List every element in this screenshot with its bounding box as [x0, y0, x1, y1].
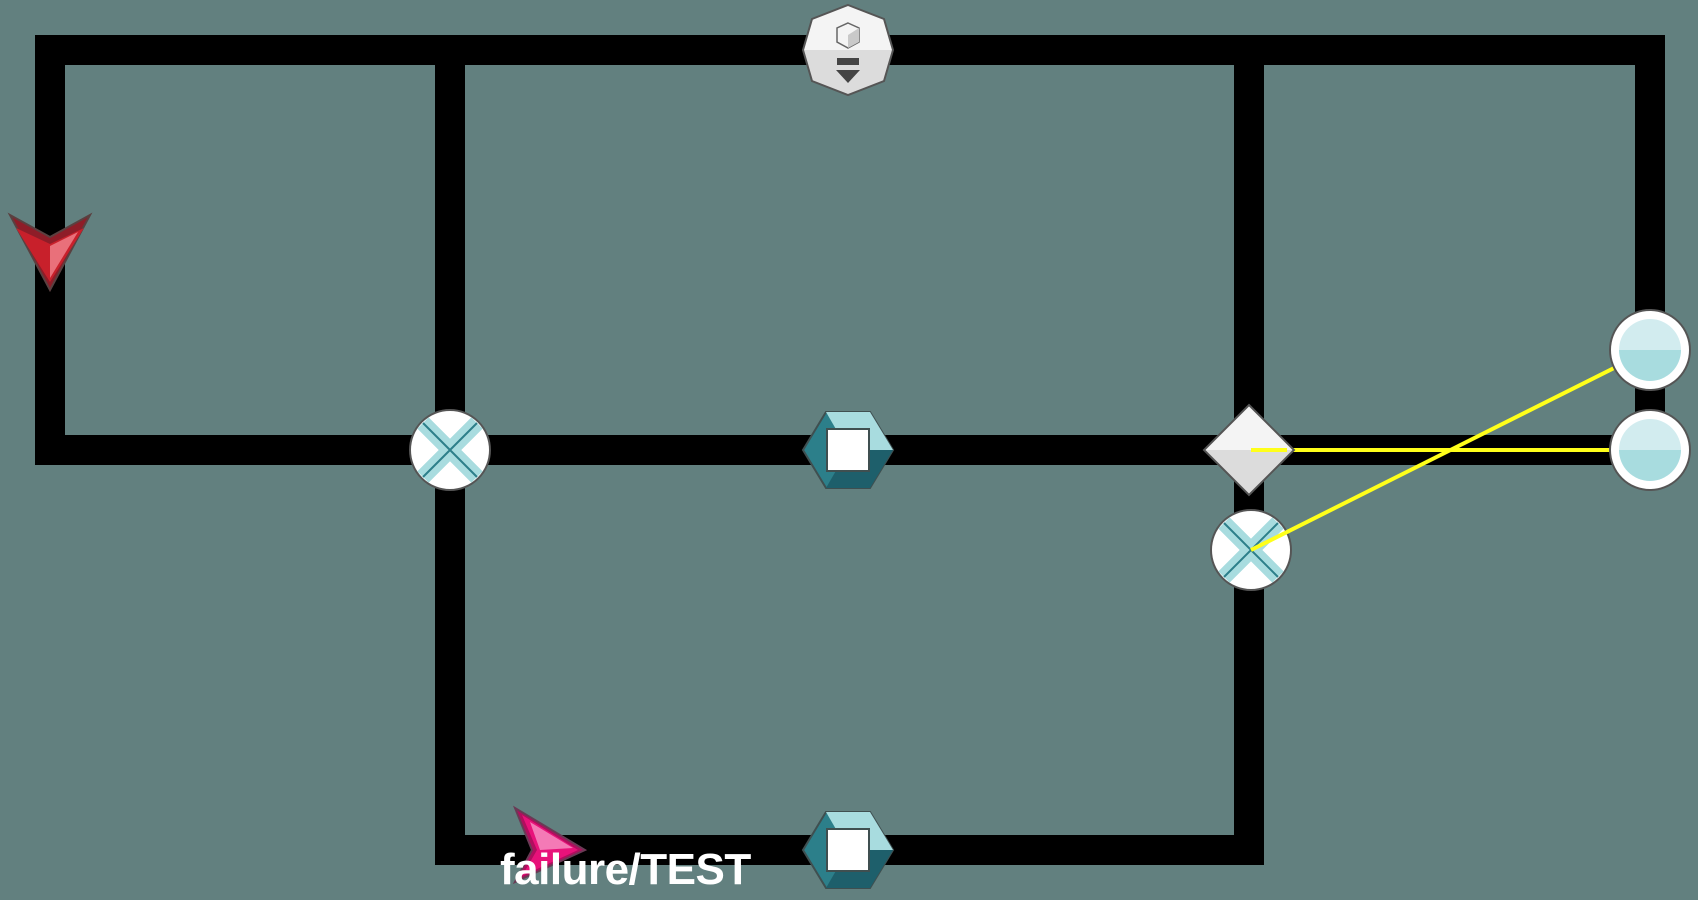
hex-square-block-icon[interactable] — [801, 811, 895, 889]
laser-beam-diagonal — [1250, 348, 1651, 552]
cross-switch-icon[interactable] — [1210, 509, 1292, 591]
circle-receiver-icon[interactable] — [1609, 409, 1691, 491]
status-label: failure/TEST — [500, 845, 751, 894]
cross-switch-icon[interactable] — [409, 409, 491, 491]
pink-arrow-icon[interactable] — [512, 805, 588, 885]
red-arrow-icon[interactable] — [7, 212, 93, 293]
hexagon-emitter-icon[interactable] — [801, 3, 895, 97]
hex-square-block-icon[interactable] — [801, 411, 895, 489]
laser-beams — [1250, 348, 1651, 552]
circle-receiver-icon[interactable] — [1609, 309, 1691, 391]
diamond-splitter-icon[interactable] — [1202, 403, 1296, 497]
